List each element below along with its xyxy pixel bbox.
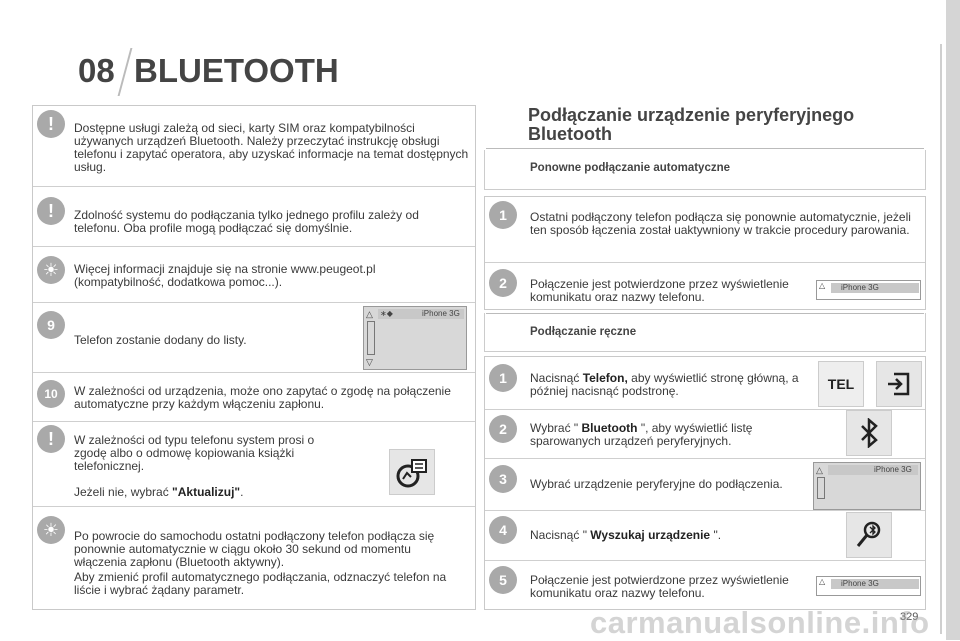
phone-list-screen: △ ▽ ∗◆ iPhone 3G bbox=[363, 306, 467, 370]
divider bbox=[33, 246, 475, 247]
scroll-bar bbox=[367, 321, 375, 355]
page-number: 329 bbox=[900, 611, 919, 623]
tel-button: TEL bbox=[818, 361, 864, 407]
divider bbox=[485, 560, 925, 561]
divider bbox=[33, 302, 475, 303]
step-badge-5: 5 bbox=[489, 566, 517, 594]
note-update: Jeżeli nie, wybrać "Aktualizuj". bbox=[74, 485, 244, 499]
side-tab bbox=[946, 0, 960, 640]
subsection-auto: Ponowne podłączanie automatyczne bbox=[530, 162, 731, 174]
scroll-up-icon: △ bbox=[366, 309, 373, 319]
warning-icon: ! bbox=[37, 425, 65, 453]
note-phonebook: W zależności od typu telefonu system pro… bbox=[74, 433, 315, 473]
device-list-screen: △ iPhone 3G bbox=[813, 462, 921, 510]
title-underline bbox=[486, 313, 924, 314]
divider bbox=[485, 409, 925, 410]
step-badge-2: 2 bbox=[489, 415, 517, 443]
note-services: Dostępne usługi zależą od sieci, karty S… bbox=[74, 121, 469, 174]
note-profiles: Zdolność systemu do podłączania tylko je… bbox=[74, 208, 419, 235]
bluetooth-icon bbox=[846, 410, 892, 456]
subsection-box bbox=[484, 313, 926, 352]
step-badge-9: 9 bbox=[37, 311, 65, 339]
connected-phone-screen: △ iPhone 3G bbox=[816, 280, 921, 300]
search-device-icon bbox=[846, 512, 892, 558]
warning-icon: ! bbox=[37, 110, 65, 138]
divider bbox=[485, 262, 925, 263]
scroll-down-icon: ▽ bbox=[366, 357, 373, 367]
step-10-text: W zależności od urządzenia, może ono zap… bbox=[74, 384, 451, 411]
section-title: Podłączanie urządzenie peryferyjnego Blu… bbox=[528, 105, 855, 144]
phone-entry: ∗◆ iPhone 3G bbox=[378, 309, 464, 319]
manual-step-3: Wybrać urządzenie peryferyjne do podłącz… bbox=[530, 477, 783, 491]
divider bbox=[485, 510, 925, 511]
title-underline bbox=[486, 148, 924, 149]
watermark: carmanualsonline.info bbox=[590, 605, 930, 640]
sun-tip-icon: ☀ bbox=[37, 256, 65, 284]
manual-step-5: Połączenie jest potwierdzone przez wyświ… bbox=[530, 573, 789, 600]
step-badge-3: 3 bbox=[489, 465, 517, 493]
note-change-profile: Aby zmienić profil automatycznego podłąc… bbox=[74, 570, 447, 597]
divider bbox=[33, 421, 475, 422]
note-more-info: Więcej informacji znajduje się na stroni… bbox=[74, 262, 376, 289]
note-auto-reconnect: Po powrocie do samochodu ostatni podłącz… bbox=[74, 529, 435, 569]
phone-name: iPhone 3G bbox=[841, 283, 879, 292]
phone-name: iPhone 3G bbox=[874, 465, 912, 474]
subsection-manual: Podłączanie ręczne bbox=[530, 326, 637, 338]
chapter-number: 08 bbox=[78, 52, 115, 89]
auto-step-2: Połączenie jest potwierdzone przez wyświ… bbox=[530, 277, 789, 304]
step-badge-10: 10 bbox=[37, 380, 65, 408]
step-badge-2: 2 bbox=[489, 269, 517, 297]
step-badge-4: 4 bbox=[489, 516, 517, 544]
subsection-box bbox=[484, 150, 926, 190]
phone-name: iPhone 3G bbox=[422, 309, 460, 318]
warning-icon: ! bbox=[37, 197, 65, 225]
connected-phone-screen: △ iPhone 3G bbox=[816, 576, 921, 596]
divider bbox=[33, 372, 475, 373]
phone-name: iPhone 3G bbox=[841, 579, 879, 588]
contacts-sync-icon bbox=[389, 449, 435, 495]
page-title: BLUETOOTH bbox=[134, 52, 339, 89]
auto-step-1: Ostatni podłączony telefon podłącza się … bbox=[530, 210, 911, 237]
header-divider bbox=[117, 48, 133, 96]
side-tab-line bbox=[940, 44, 942, 634]
manual-step-4: Nacisnąć " Wyszukaj urządzenie ". bbox=[530, 528, 722, 542]
sun-tip-icon: ☀ bbox=[37, 516, 65, 544]
subpage-icon bbox=[876, 361, 922, 407]
bluetooth-status-icon: ∗◆ bbox=[380, 309, 393, 318]
divider bbox=[33, 506, 475, 507]
manual-step-2: Wybrać " Bluetooth ", aby wyświetlić lis… bbox=[530, 421, 753, 448]
manual-step-1: Nacisnąć Telefon, aby wyświetlić stronę … bbox=[530, 371, 799, 398]
step-9-text: Telefon zostanie dodany do listy. bbox=[74, 333, 247, 347]
divider bbox=[33, 186, 475, 187]
divider bbox=[485, 458, 925, 459]
step-badge-1: 1 bbox=[489, 364, 517, 392]
step-badge-1: 1 bbox=[489, 201, 517, 229]
